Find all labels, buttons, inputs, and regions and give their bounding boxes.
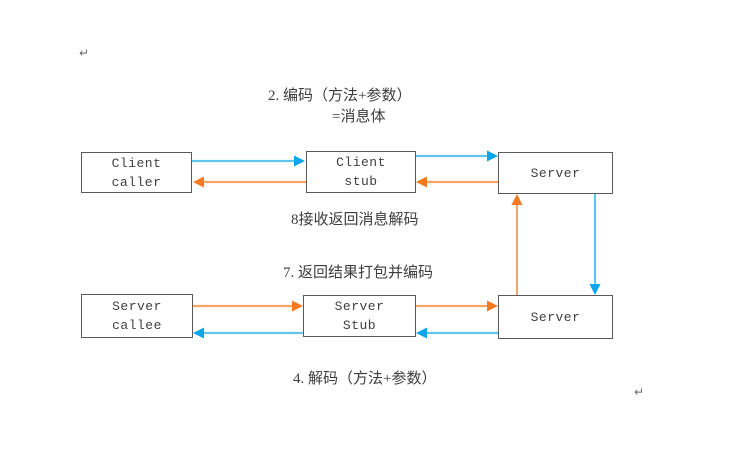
edge-server-stub-to-server-bottom [416,300,498,312]
annotation-step8-receive-decode: 8接收返回消息解码 [291,212,419,228]
arrowhead-left-icon [416,176,427,188]
edge-client-stub-to-server-top [416,150,498,162]
arrowhead-right-icon [487,150,498,162]
edge-server-bottom-to-server-stub [416,327,498,339]
node-label: Client [111,155,162,171]
edge-client-caller-to-client-stub [192,155,305,167]
arrowhead-up-icon [511,194,523,205]
node-label: Stub [342,318,377,333]
node-server-callee: Server callee [81,294,193,338]
annotation-step4-decode: 4. 解码（方法+参数） [293,371,437,387]
edge-server-callee-to-server-stub [193,300,303,312]
node-label: Client [336,155,386,170]
node-label: Server [530,309,581,325]
edge-client-stub-to-client-caller [193,176,306,188]
arrowhead-left-icon [193,327,204,339]
node-label: stub [344,174,378,189]
arrowhead-left-icon [193,176,204,188]
node-label: caller [111,174,162,190]
node-label: Server [530,165,581,181]
node-server-top: Server [498,152,613,194]
node-label: callee [112,318,162,333]
arrowhead-right-icon [292,300,303,312]
edge-server-top-to-client-stub [416,176,498,188]
edge-server-top-to-server-bottom [589,194,601,295]
node-server-bottom: Server [498,295,613,339]
annotation-step7-pack-encode: 7. 返回结果打包并编码 [283,265,434,281]
arrowhead-right-icon [487,300,498,312]
annotation-step2-encode: 2. 编码（方法+参数） [268,88,412,104]
node-label: Server [334,299,385,314]
annotation-step2-message-body: =消息体 [332,109,386,125]
arrowhead-right-icon [294,155,305,167]
arrowhead-down-icon [589,284,601,295]
edge-server-bottom-to-server-top [511,194,523,295]
node-server-stub: Server Stub [303,295,416,337]
arrowhead-left-icon [416,327,427,339]
node-client-stub: Client stub [306,151,416,193]
node-client-caller: Client caller [81,152,192,193]
paragraph-mark-icon: ↵ [634,385,645,399]
paragraph-mark-icon: ↵ [79,46,90,60]
edge-server-stub-to-server-callee [193,327,303,339]
node-label: Server [112,299,162,314]
